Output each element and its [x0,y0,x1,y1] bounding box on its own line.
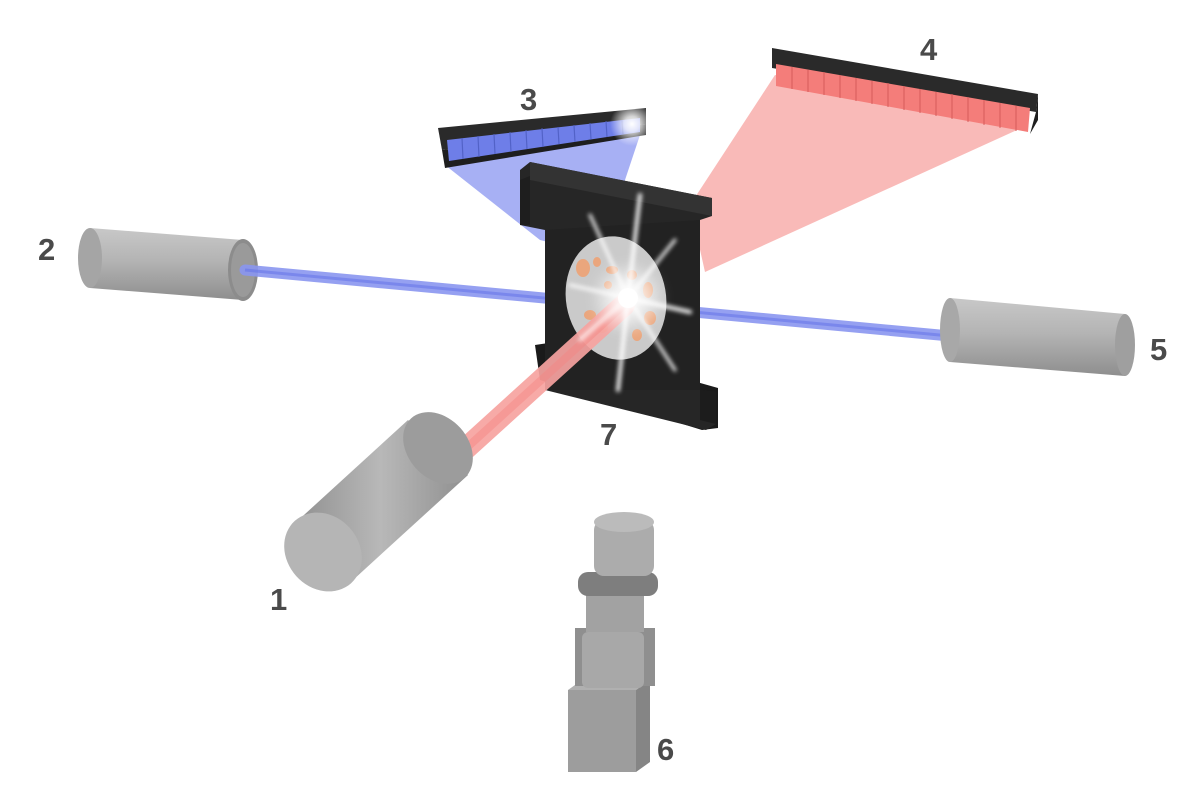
label-4: 4 [920,32,938,67]
label-5: 5 [1150,332,1167,367]
source-1-cylinder [284,412,473,592]
camera-6 [568,512,658,772]
label-7: 7 [600,417,617,452]
device-5-cylinder [940,298,1135,376]
red-scatter-fan [690,75,1028,272]
red-beam [451,294,635,463]
label-6: 6 [657,732,674,767]
label-3: 3 [520,82,537,117]
sample-flare [568,193,692,392]
source-2-cylinder [78,228,258,301]
label-1: 1 [270,582,287,617]
detector-4 [690,48,1038,272]
label-2: 2 [38,232,55,267]
